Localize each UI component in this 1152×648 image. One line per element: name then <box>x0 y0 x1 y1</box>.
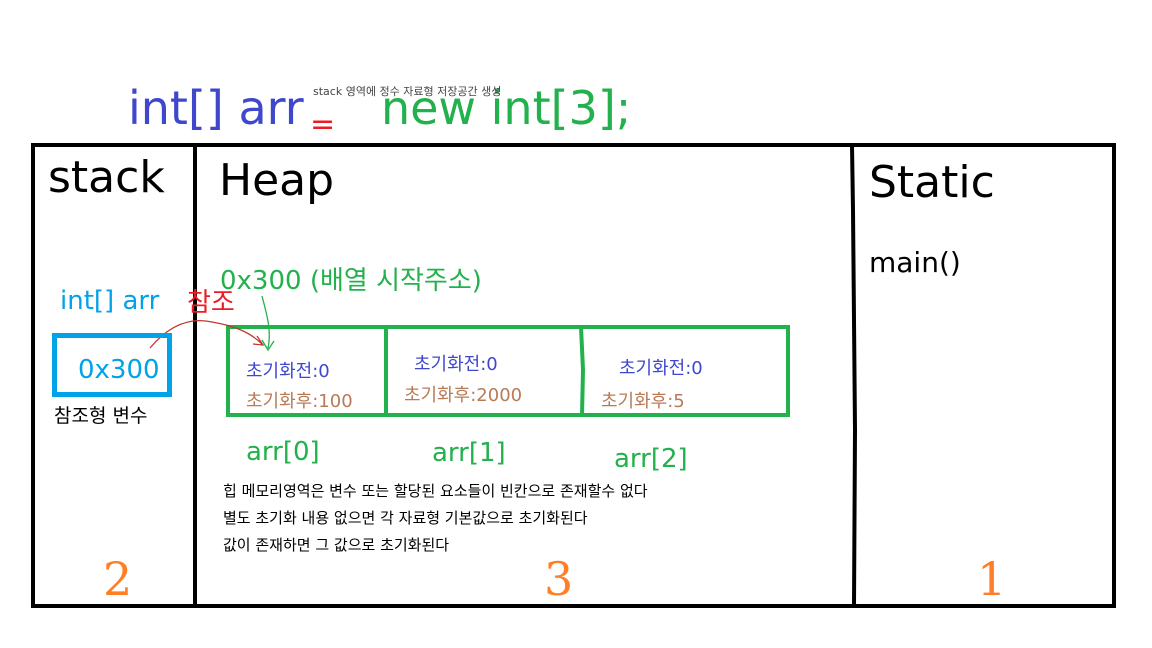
stack-variable-caption: 참조형 변수 <box>54 405 148 427</box>
static-title: Static <box>869 157 995 208</box>
reference-arrowhead <box>252 335 265 346</box>
heap-note-1: 힙 메모리영역은 변수 또는 할당된 요소들이 빈칸으로 존재할수 없다 <box>223 482 648 500</box>
index-label-0: arr[0] <box>246 437 320 467</box>
heap-note-2: 별도 초기화 내용 없으면 각 자료형 기본값으로 초기화된다 <box>223 509 588 527</box>
code-annotation: stack 영역에 정수 자료형 저장공간 생성 <box>313 85 502 98</box>
code-declaration: int[] arr <box>128 81 304 135</box>
index-label-1: arr[1] <box>432 438 506 468</box>
address-pointer-head <box>261 339 275 352</box>
static-region-number: 1 <box>977 552 1007 606</box>
cell-1-after: 초기화후:2000 <box>404 385 523 406</box>
stack-title: stack <box>48 152 165 203</box>
cell-0-after: 초기화후:100 <box>246 391 353 412</box>
cell-2-after: 초기화후:5 <box>601 391 685 412</box>
code-equals-sign: = <box>310 107 336 142</box>
frame-outline <box>31 143 1116 608</box>
heap-start-address: 0x300 (배열 시작주소) <box>220 266 482 296</box>
stack-region-number: 2 <box>103 552 133 606</box>
stack-variable-declaration: int[] arr <box>60 286 160 316</box>
heap-note-3: 값이 존재하면 그 값으로 초기화된다 <box>223 536 450 554</box>
cell-0-before: 초기화전:0 <box>246 361 330 382</box>
code-initializer: new int[3]; <box>380 81 632 135</box>
cell-1-before: 초기화전:0 <box>414 354 498 375</box>
address-pointer <box>261 295 270 349</box>
array-divider-2 <box>579 326 586 416</box>
cell-2-before: 초기화전:0 <box>619 358 703 379</box>
static-main-method: main() <box>869 246 961 279</box>
array-outline <box>226 325 790 417</box>
divider-heap-static <box>850 144 858 607</box>
heap-title: Heap <box>219 155 335 206</box>
stack-variable-box <box>52 333 172 397</box>
heap-region-number: 3 <box>544 552 574 606</box>
reference-label: 참조 <box>187 288 235 318</box>
index-label-2: arr[2] <box>614 444 688 474</box>
code-statement: int[] arr new int[3]; <box>128 80 631 136</box>
stack-variable-value: 0x300 <box>78 355 160 385</box>
